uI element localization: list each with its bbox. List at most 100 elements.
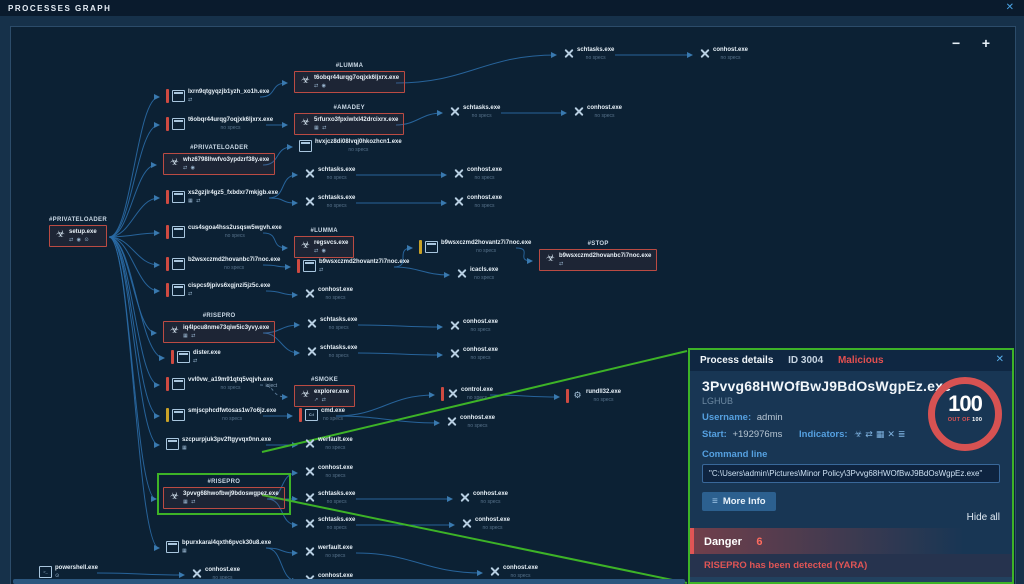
- zoom-out-button[interactable]: −: [952, 35, 961, 51]
- mini-indicator-icons: ▦: [182, 445, 188, 451]
- family-tag: #LUMMA: [335, 63, 364, 69]
- process-node-c14[interactable]: bpurxkaral4qxth6pvck30u8.exe▦: [166, 540, 271, 554]
- process-node-c15[interactable]: >_powershell.exe⊙: [39, 565, 98, 579]
- process-name-label: szcpurpjuk3pv2ftgyvqx0nn.exe: [182, 437, 272, 443]
- process-node-m6[interactable]: #LUMMA☣regsvcs.exe⇄ ◉: [294, 228, 355, 258]
- tools-icon: [191, 568, 202, 578]
- severity-bar: [441, 387, 444, 401]
- process-name-label: vvl0vw_a19m91qtq5vqjvh.exe: [188, 377, 274, 383]
- process-node-c8[interactable]: #RISEPRO☣iq4lpcu8nme73qiw5ic3yvy.exe▦ ⇄: [163, 313, 276, 343]
- no-specs-label: no specs: [474, 203, 495, 209]
- no-specs-label: no specs: [585, 55, 606, 61]
- tools-icon: [304, 168, 315, 178]
- process-node-c7[interactable]: cispcs9jpivs6xgjnzi5jz5c.exe ⇄: [166, 283, 270, 297]
- process-name-label: schtasks.exe: [577, 47, 615, 53]
- win-icon: [172, 226, 185, 238]
- process-node-c1[interactable]: lxrn9qtgyqzjb1yzh_xo1h.exe⇄: [166, 89, 269, 103]
- process-name-label: conhost.exe: [460, 415, 496, 421]
- danger-section-header[interactable]: Danger 6: [690, 528, 1012, 554]
- process-name-label: iq4lpcu8nme73qiw5ic3yvy.exe: [183, 325, 270, 331]
- process-node-t1[interactable]: schtasks.exe no specs: [563, 47, 614, 61]
- process-node-m2[interactable]: #AMADEY☣5rfurxo3fpxiwlxl42drcixrx.exe▦ ⇄: [294, 105, 405, 135]
- process-node-m11[interactable]: #SMOKE☣explorer.exe↗ ⇄: [294, 377, 356, 407]
- tools-icon: [449, 106, 460, 116]
- window-close-icon[interactable]: ✕: [1005, 2, 1014, 13]
- process-node-m1[interactable]: #LUMMA☣t6obqr44urqg7oqjxk6ljxrx.exe⇄ ◉: [294, 63, 406, 93]
- process-name-label: b9wsxczmd2hovantz7i7noc.exe: [319, 259, 410, 265]
- severity-bar: [166, 257, 169, 271]
- severity-bar: [166, 190, 169, 204]
- severity-bar: [419, 240, 422, 254]
- process-node-s1[interactable]: #STOP☣b9wsxczmd2hovanbc7i7noc.exe⇄: [539, 241, 658, 271]
- tools-icon: [447, 388, 458, 398]
- severity-bar: [171, 350, 174, 364]
- process-node-c13[interactable]: #RISEPRO☣3pvvg68hwofbwj9bdoswgpez.exe▦ ⇄: [157, 473, 291, 515]
- process-graph-canvas[interactable]: inject #PRIVATELOADER☣setup.exe⇄ ◉ ⊙lxrn…: [10, 26, 1016, 584]
- process-node-c3[interactable]: #PRIVATELOADER☣whz6798lhwfvo3ypdzrf38y.e…: [163, 145, 276, 175]
- process-node-c12[interactable]: szcpurpjuk3pv2ftgyvqx0nn.exe ▦: [166, 437, 271, 451]
- danger-count: 6: [756, 536, 763, 548]
- process-name-label: whz6798lhwfvo3ypdzrf38y.exe: [183, 157, 270, 163]
- process-node-c9[interactable]: dister.exe⇄: [171, 350, 221, 364]
- process-name-label: cispcs9jpivs6xgjnzi5jz5c.exe: [188, 283, 271, 289]
- process-name-label: t6obqr44urqg7oqjxk6ljxrx.exe: [188, 117, 274, 123]
- mini-indicator-icons: ⇄: [559, 261, 565, 267]
- horizontal-scrollbar[interactable]: [13, 579, 685, 584]
- family-tag: #PRIVATELOADER: [49, 217, 107, 223]
- process-name-label: smjscphcdfwtosas1w7o6jz.exe: [188, 408, 277, 414]
- tools-icon: [304, 196, 315, 206]
- mini-indicator-icons: ▦ ⇄: [183, 499, 197, 505]
- mini-indicator-icons: ⇄ ◉: [183, 165, 196, 171]
- hide-all-link[interactable]: Hide all: [966, 512, 1000, 523]
- process-node-r0[interactable]: #PRIVATELOADER☣setup.exe⇄ ◉ ⊙: [49, 217, 107, 247]
- process-node-c4[interactable]: xs2gzjlr4gz5_fxbdxr7mkjgb.exe▦ ⇄: [166, 190, 278, 204]
- window-titlebar: PROCESSES GRAPH ✕: [0, 0, 1024, 16]
- zoom-in-button[interactable]: +: [981, 35, 991, 51]
- process-node-m7[interactable]: b9wsxczmd2hovantz7i7noc.exe⇄: [297, 259, 409, 273]
- win-icon: [172, 118, 185, 130]
- mitre-technique-row[interactable]: T1053.005 Scheduled Task (2) ▾: [690, 577, 1012, 582]
- bio-icon: ☣: [301, 117, 310, 128]
- no-specs-label: no specs: [224, 233, 245, 239]
- mini-indicator-icons: ⇄: [188, 291, 194, 297]
- command-line-value[interactable]: "C:\Users\admin\Pictures\Minor Policy\3P…: [702, 464, 1000, 483]
- severity-bar: [166, 89, 169, 103]
- panel-close-icon[interactable]: ✕: [995, 354, 1004, 365]
- process-name-label: bpurxkaral4qxth6pvck30u8.exe: [182, 540, 272, 546]
- more-info-button[interactable]: ≡ More Info: [702, 492, 776, 511]
- process-name-label: conhost.exe: [503, 565, 539, 571]
